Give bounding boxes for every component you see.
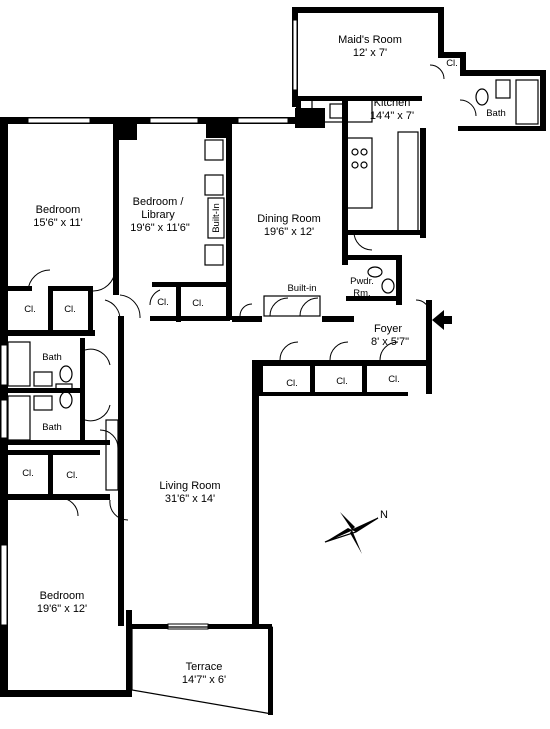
closet-label: Cl.: [388, 374, 400, 385]
dining-room-name: Dining Room: [257, 213, 321, 225]
closet-label: Cl.: [192, 298, 204, 309]
interior-walls: [0, 96, 422, 626]
library-name-1: Bedroom /: [133, 196, 185, 208]
library-size: 19'6" x 11'6": [130, 222, 190, 234]
closet-label: Cl.: [64, 304, 76, 315]
living-room-size: 31'6" x 14': [165, 493, 215, 505]
foyer-size: 8' x 5'7": [371, 336, 409, 348]
maids-closet-label: Cl.: [446, 58, 458, 69]
bath2-name: Bath: [42, 422, 62, 433]
compass-north-label: N: [380, 509, 388, 521]
compass-icon: [324, 512, 379, 554]
living-room-name: Living Room: [159, 480, 220, 492]
closet-label: Cl.: [336, 376, 348, 387]
bedroom2-size: 19'6" x 12': [37, 603, 87, 615]
foyer-name: Foyer: [374, 323, 402, 335]
bedroom1-size: 15'6" x 11': [33, 217, 83, 229]
closet-label: Cl.: [286, 378, 298, 389]
doors: [27, 64, 477, 521]
terrace-size: 14'7" x 6': [182, 674, 226, 686]
kitchen-size: 14'4" x 7': [370, 110, 414, 122]
bedroom1-name: Bedroom: [36, 204, 81, 216]
closet-label: Cl.: [24, 304, 36, 315]
library-builtin-label: Built-In: [211, 203, 222, 233]
bath1-name: Bath: [42, 352, 62, 363]
closet-label: Cl.: [22, 468, 34, 479]
powder-room-name-1: Pwdr.: [350, 276, 374, 287]
kitchen-name: Kitchen: [374, 97, 411, 109]
closet-label: Cl.: [157, 297, 169, 308]
fixtures: [7, 79, 539, 491]
terrace-name: Terrace: [186, 661, 223, 673]
kitchen-bath-name: Bath: [486, 108, 506, 119]
entry-arrow-icon: [432, 310, 452, 330]
dining-room-size: 19'6" x 12': [264, 226, 314, 238]
dining-builtin-label: Built-in: [287, 283, 316, 294]
bedroom2-name: Bedroom: [40, 590, 85, 602]
maids-room-size: 12' x 7': [353, 47, 387, 59]
closet-label: Cl.: [66, 470, 78, 481]
maids-room-name: Maid's Room: [338, 34, 402, 46]
library-name-2: Library: [141, 209, 175, 221]
powder-room-name-2: Rm.: [353, 288, 370, 299]
